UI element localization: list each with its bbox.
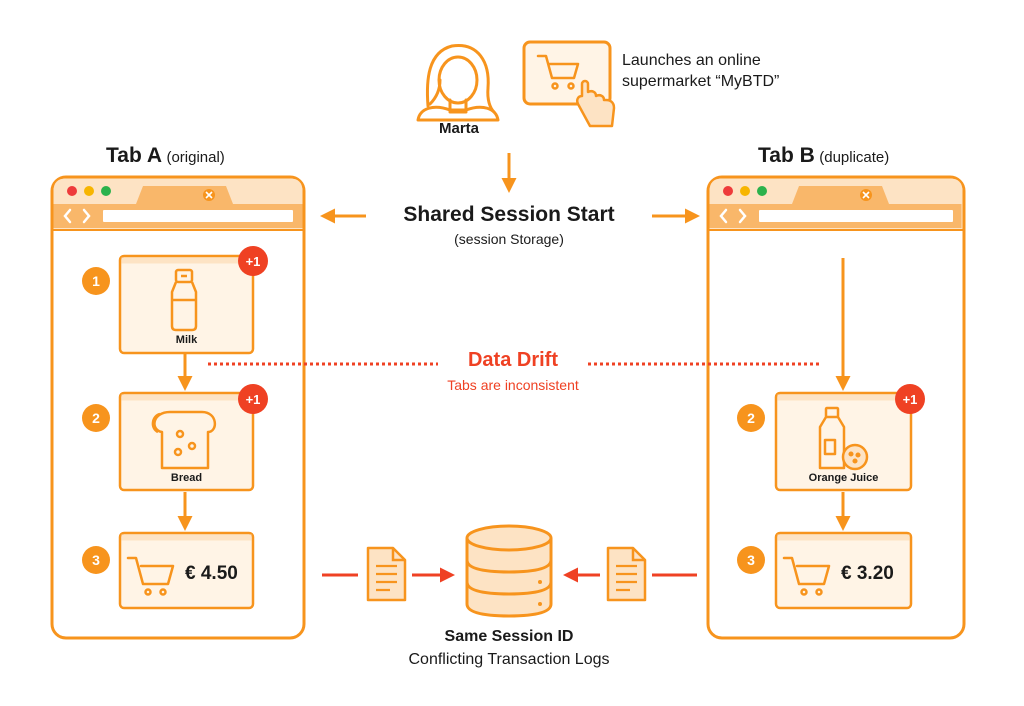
cart-total: € 3.20 xyxy=(841,563,894,584)
tab-b-step-3-card xyxy=(774,531,913,610)
item-label: Orange Juice xyxy=(808,472,879,484)
window-close-dot[interactable] xyxy=(723,186,733,196)
window-minimize-dot[interactable] xyxy=(740,186,750,196)
step-number: 2 xyxy=(92,410,100,426)
cart-icon xyxy=(126,556,175,596)
drift-subtitle: Tabs are inconsistent xyxy=(447,377,579,393)
step-number-badge xyxy=(737,546,765,574)
document-icon xyxy=(606,546,647,602)
tab-a-heading: Tab A (original) xyxy=(106,144,225,168)
step-number: 2 xyxy=(747,410,755,426)
plus-one-badge xyxy=(238,384,268,414)
plus-one-badge xyxy=(238,246,268,276)
window-close-dot[interactable] xyxy=(67,186,77,196)
database-icon xyxy=(465,524,553,618)
tab-b-title: Tab B xyxy=(758,144,815,167)
step-number-badge xyxy=(82,267,110,295)
plus-one-label: +1 xyxy=(902,392,918,407)
window-minimize-dot[interactable] xyxy=(84,186,94,196)
tab-a-title: Tab A xyxy=(106,144,162,167)
tab-b-step-2-card xyxy=(774,391,913,492)
shopping-click-icon xyxy=(522,40,616,128)
orange-juice-icon xyxy=(818,406,869,471)
tab-a-subtitle: (original) xyxy=(166,149,225,166)
nav-arrows-icon[interactable] xyxy=(719,208,747,224)
step-number-badge xyxy=(82,404,110,432)
database-subtitle: Conflicting Transaction Logs xyxy=(408,651,610,668)
item-label: Bread xyxy=(170,472,203,484)
session-title: Shared Session Start xyxy=(403,203,615,226)
milk-bottle-icon xyxy=(170,268,198,332)
document-icon xyxy=(366,546,407,602)
cart-total: € 4.50 xyxy=(185,563,238,584)
user-name: Marta xyxy=(438,120,479,137)
step-number: 3 xyxy=(92,552,100,568)
address-bar[interactable] xyxy=(759,210,953,222)
session-subtitle: (session Storage) xyxy=(454,231,564,247)
database-title: Same Session ID xyxy=(444,628,574,645)
window-maximize-dot[interactable] xyxy=(757,186,767,196)
nav-arrows-icon[interactable] xyxy=(63,208,91,224)
step-number-badge xyxy=(82,546,110,574)
plus-one-label: +1 xyxy=(245,392,261,407)
drift-title: Data Drift xyxy=(467,349,558,371)
step-number: 1 xyxy=(92,273,100,289)
plus-one-badge xyxy=(895,384,925,414)
user-action-text: Launches an online supermarket “MyBTD” xyxy=(622,52,780,90)
tab-a-step-2-card xyxy=(118,391,255,492)
cart-icon xyxy=(782,556,831,596)
address-bar[interactable] xyxy=(103,210,293,222)
tab-a-step-1-card xyxy=(118,254,255,355)
plus-one-label: +1 xyxy=(245,254,261,269)
tab-b-subtitle: (duplicate) xyxy=(819,149,890,166)
item-label: Milk xyxy=(175,334,198,346)
window-maximize-dot[interactable] xyxy=(101,186,111,196)
step-number-badge xyxy=(737,404,765,432)
step-number: 3 xyxy=(747,552,755,568)
tab-b-heading: Tab B (duplicate) xyxy=(758,144,889,168)
bread-icon xyxy=(151,410,216,470)
tab-a-step-3-card xyxy=(118,531,255,610)
user-avatar-icon xyxy=(416,44,500,122)
